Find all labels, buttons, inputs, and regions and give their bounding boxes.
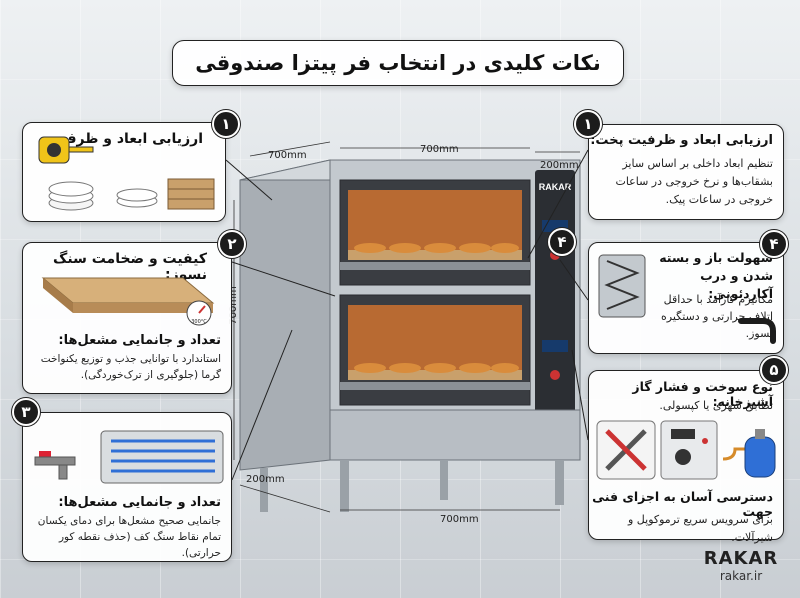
pizza [491,363,519,373]
right-card5-text: تطابق شهری یا کپسولی. [659,399,773,412]
right-card-capacity: ارزیابی ابعاد و ظرفیت پخت: تنظیم ابعاد د… [588,124,784,220]
right-card-door: سهولت باز و بسته شدن و درب آکاردئونی: مک… [588,242,784,354]
lower-stone [348,370,522,380]
right-card5-text2: برای سرویس سریع ترموکوپل و شیرآلات. [628,513,773,544]
oven-leg [260,468,268,512]
pizza [424,363,456,373]
left-card-burners: تعداد و جانمایی مشعل‌ها: جانمایی صحیح مش… [22,412,232,562]
pizza [424,243,456,253]
tools-panel-gas-icon [596,420,776,480]
right-card1-text: تنظیم ابعاد داخلی بر اساس سایز بشقاب‌ها … [615,157,773,206]
dim-top-side: 200mm [540,160,579,171]
upper-door-handle [340,262,530,270]
connector-line [231,329,293,481]
pizza [459,243,491,253]
lower-display [542,340,568,352]
right-badge-4: ۴ [760,230,788,258]
page-title: نکات کلیدی در انتخاب فر پیتزا صندوقی [195,51,601,75]
oven-illustration: RAKAR [233,141,581,513]
brand-name: RAKAR [703,548,779,569]
pizza [354,243,386,253]
connector-line [559,259,589,301]
oven-leg [555,460,564,505]
dim-bottom-width: 700mm [440,514,479,525]
dim-bottom-depth: 200mm [246,474,285,485]
lower-indicator [550,370,560,380]
pizza [389,243,421,253]
connector-line [225,159,273,201]
right-badge-1: ۱ [574,110,602,138]
oven-leg [440,460,448,500]
right-badge-5: ۵ [760,356,788,384]
right-card1-heading: ارزیابی ابعاد و ظرفیت پخت: [590,133,773,148]
left-card2-text: استاندارد با توانایی جذب و توزیع یکنواخت… [40,353,221,381]
dim-line [249,141,331,157]
right-card5-heading: نوع سوخت و فشار گاز آشپزخانه: [632,379,773,409]
left-badge-2: ۲ [218,230,246,258]
oven-badge-4: ۴ [548,228,576,256]
left-badge-3: ۳ [12,398,40,426]
left-card-stone: کیفیت و ضخامت سنگ نسوز: 300°C تعداد و جا… [22,242,232,394]
right-card-gas: نوع سوخت و فشار گاز آشپزخانه: تطابق شهری… [588,370,784,544]
brand-logo: RAKAR rakar.ir [700,548,782,588]
right-card5-heading2: دسترسی آسان به اجزای فنی جهت [592,489,773,519]
right-card4-heading: سهولت باز و بسته شدن و درب آکاردئونی: [659,250,773,301]
left-card3-heading: تعداد و جانمایی مشعل‌ها: [58,495,221,510]
brand-url: rakar.ir [719,569,763,583]
pizza [354,363,386,373]
connector-line [571,349,589,441]
fire-stone-icon: 300°C [41,277,215,326]
pizza [491,243,519,253]
left-badge-1: ۱ [212,110,240,138]
pizza [389,363,421,373]
accordion-door-icon [598,254,646,318]
oven-brand-text: RAKAR [539,182,572,192]
oven-base [329,409,581,461]
lower-door-handle [340,382,530,390]
dim-top-depth: 700mm [268,150,307,161]
left-card1-heading: ارزیابی ابعاد و ظرفیت [46,131,203,147]
dim-line [239,484,331,513]
title-card: نکات کلیدی در انتخاب فر پیتزا صندوقی [172,40,624,86]
measure-plates-boxes-icon [38,136,215,211]
left-card-dimensions: ارزیابی ابعاد و ظرفیت [22,122,226,222]
left-card3-text: جانمایی صحیح مشعل‌ها برای دمای یکسان تما… [37,515,221,559]
oven-leg [340,460,349,512]
door-handle-icon [738,318,776,344]
gauge-label: 300°C [191,319,207,325]
gas-valve-burner-icon [34,430,224,484]
connector-line [231,261,336,297]
pizza [459,363,491,373]
dim-top-width: 700mm [420,144,459,155]
upper-stone [348,250,522,260]
left-card2-heading2: تعداد و جانمایی مشعل‌ها: [58,333,221,348]
connector-line [527,149,589,259]
